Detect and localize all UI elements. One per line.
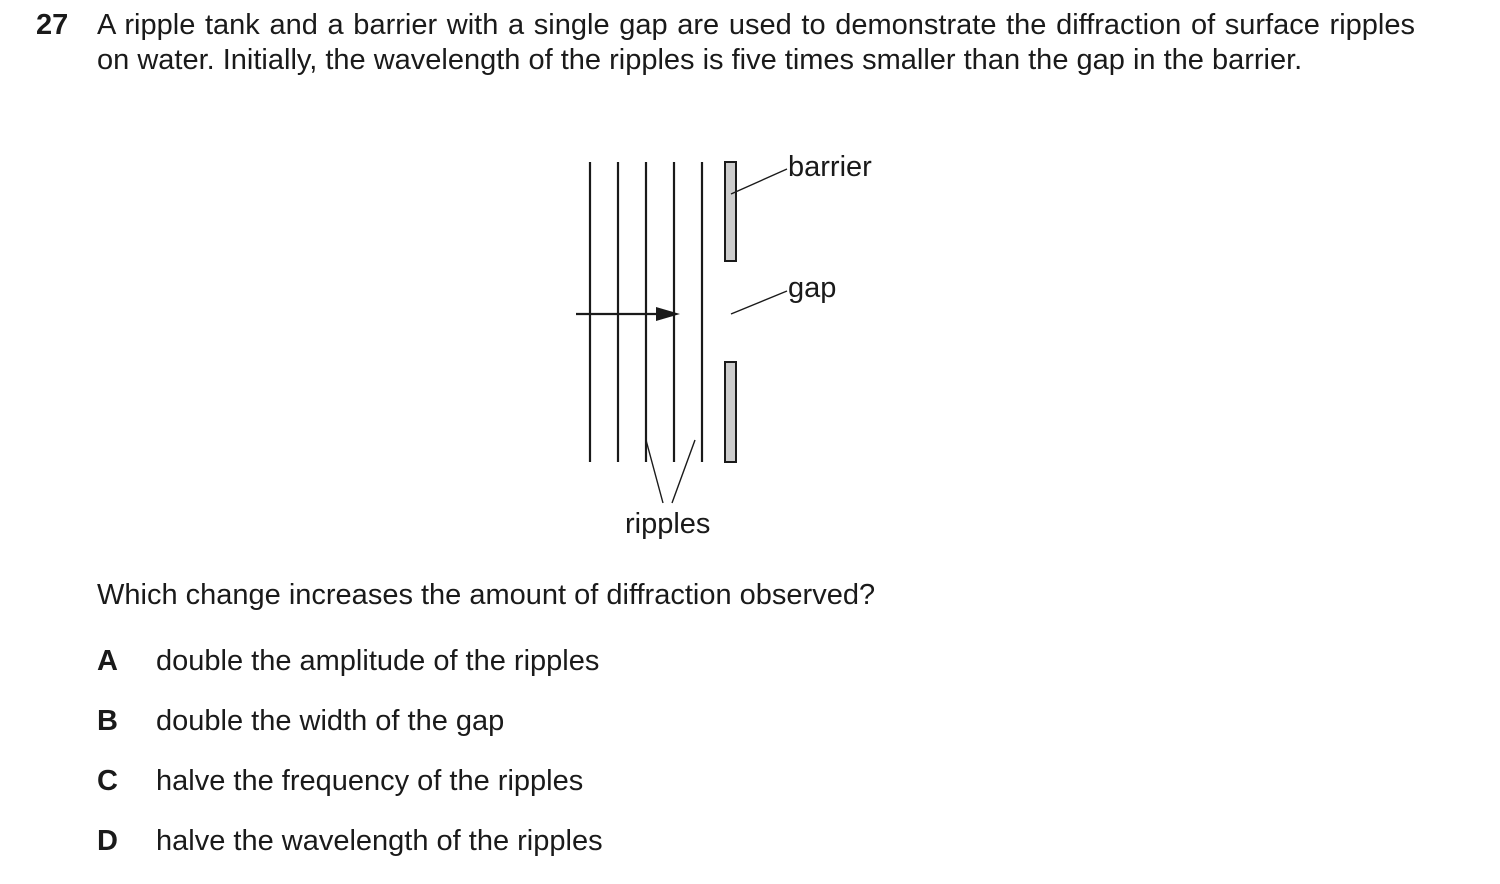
question-number: 27 bbox=[36, 9, 69, 41]
question-prompt: Which change increases the amount of dif… bbox=[97, 579, 876, 611]
option-letter: A bbox=[97, 645, 118, 677]
option-text: halve the wavelength of the ripples bbox=[156, 825, 603, 857]
barrier-lower bbox=[724, 361, 737, 463]
ripples-label: ripples bbox=[625, 508, 710, 540]
option-letter: C bbox=[97, 765, 118, 797]
option-a[interactable]: A double the amplitude of the ripples bbox=[97, 644, 603, 704]
question-stem: A ripple tank and a barrier with a singl… bbox=[97, 9, 1415, 76]
barrier-upper bbox=[724, 161, 737, 262]
ripples-leader-left bbox=[645, 439, 664, 504]
option-letter: D bbox=[97, 825, 118, 857]
ripples-leader-right bbox=[671, 439, 696, 504]
leader-lines bbox=[645, 168, 788, 504]
option-c[interactable]: C halve the frequency of the ripples bbox=[97, 764, 603, 824]
barrier-label: barrier bbox=[788, 151, 872, 183]
option-b[interactable]: B double the width of the gap bbox=[97, 704, 603, 764]
option-text: double the amplitude of the ripples bbox=[156, 645, 600, 677]
ripple-wavefronts bbox=[588, 162, 704, 462]
option-letter: B bbox=[97, 705, 118, 737]
gap-leader bbox=[730, 290, 788, 315]
option-text: double the width of the gap bbox=[156, 705, 505, 737]
barrier-leader bbox=[730, 168, 788, 195]
option-text: halve the frequency of the ripples bbox=[156, 765, 584, 797]
option-d[interactable]: D halve the wavelength of the ripples bbox=[97, 824, 603, 884]
direction-arrow bbox=[576, 307, 680, 321]
answer-options: A double the amplitude of the ripples B … bbox=[97, 644, 603, 884]
gap-label: gap bbox=[788, 272, 836, 304]
